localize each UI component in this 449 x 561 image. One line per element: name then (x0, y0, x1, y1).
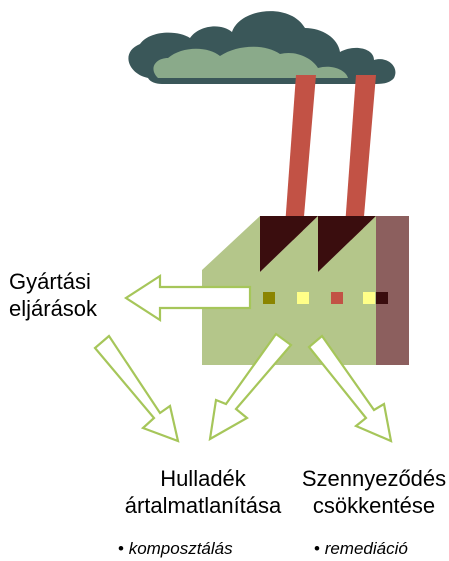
label-waste-line2: ártalmatlanítása (118, 492, 288, 519)
label-processes-line2: eljárások (9, 295, 97, 322)
bullet-remediation-text: remediáció (325, 539, 408, 558)
bullet-mark: • (314, 539, 320, 558)
label-manufacturing-processes: Gyártási eljárások (9, 268, 97, 322)
chimney-right (344, 75, 376, 240)
label-waste-disposal: Hulladék ártalmatlanítása (118, 465, 288, 519)
bullet-composting: • komposztálás (118, 539, 233, 559)
cloud-icon (128, 11, 395, 84)
label-waste-line1: Hulladék (118, 465, 288, 492)
arrow-down-left (95, 336, 178, 441)
label-pollution-line2: csökkentése (300, 492, 448, 519)
bullet-mark: • (118, 539, 124, 558)
window-red (331, 292, 343, 304)
window-olive (263, 292, 275, 304)
label-processes-line1: Gyártási (9, 268, 97, 295)
window-dark (376, 292, 388, 304)
window-yellow-1 (297, 292, 309, 304)
factory-side-wall (376, 216, 409, 365)
bullet-composting-text: komposztálás (129, 539, 233, 558)
label-pollution-reduction: Szennyeződés csökkentése (300, 465, 448, 519)
window-yellow-2 (363, 292, 375, 304)
chimney-left (284, 75, 316, 240)
chimneys (284, 75, 376, 240)
bullet-remediation: • remediáció (314, 539, 408, 559)
label-pollution-line1: Szennyeződés (300, 465, 448, 492)
